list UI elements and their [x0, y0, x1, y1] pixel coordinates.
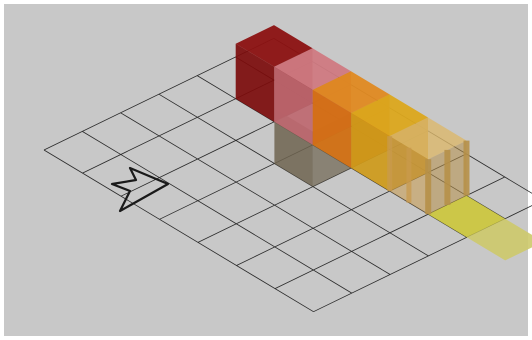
grid-line — [43, 38, 274, 151]
frame-cube-top-face — [389, 117, 467, 160]
frame-post — [406, 147, 412, 203]
rose-cube-top-face — [274, 48, 351, 90]
orange-cube-left-face — [312, 89, 352, 168]
maroon-cube-top-face — [235, 25, 313, 67]
rose-cube-left-face — [274, 66, 313, 145]
amber-cube-left-face — [351, 113, 390, 192]
frame-post — [425, 159, 432, 215]
maroon-cube-left-face — [235, 43, 275, 122]
orange-cube-top-face — [312, 71, 390, 113]
pale-lime-tile — [466, 218, 532, 261]
grid-line — [43, 149, 314, 313]
amber-cube-top-face — [351, 94, 428, 137]
frame-post — [444, 149, 451, 205]
arrow-cursor-shape — [110, 166, 170, 213]
floor-tiles — [428, 195, 532, 261]
lime-tile — [428, 195, 505, 238]
grid-line — [120, 112, 391, 275]
arrow-cursor-icon — [110, 166, 170, 213]
block-row — [235, 25, 470, 215]
frame-cube — [387, 117, 470, 215]
frame-post — [463, 140, 470, 196]
grid-line — [82, 131, 353, 294]
frame-post — [387, 136, 393, 192]
